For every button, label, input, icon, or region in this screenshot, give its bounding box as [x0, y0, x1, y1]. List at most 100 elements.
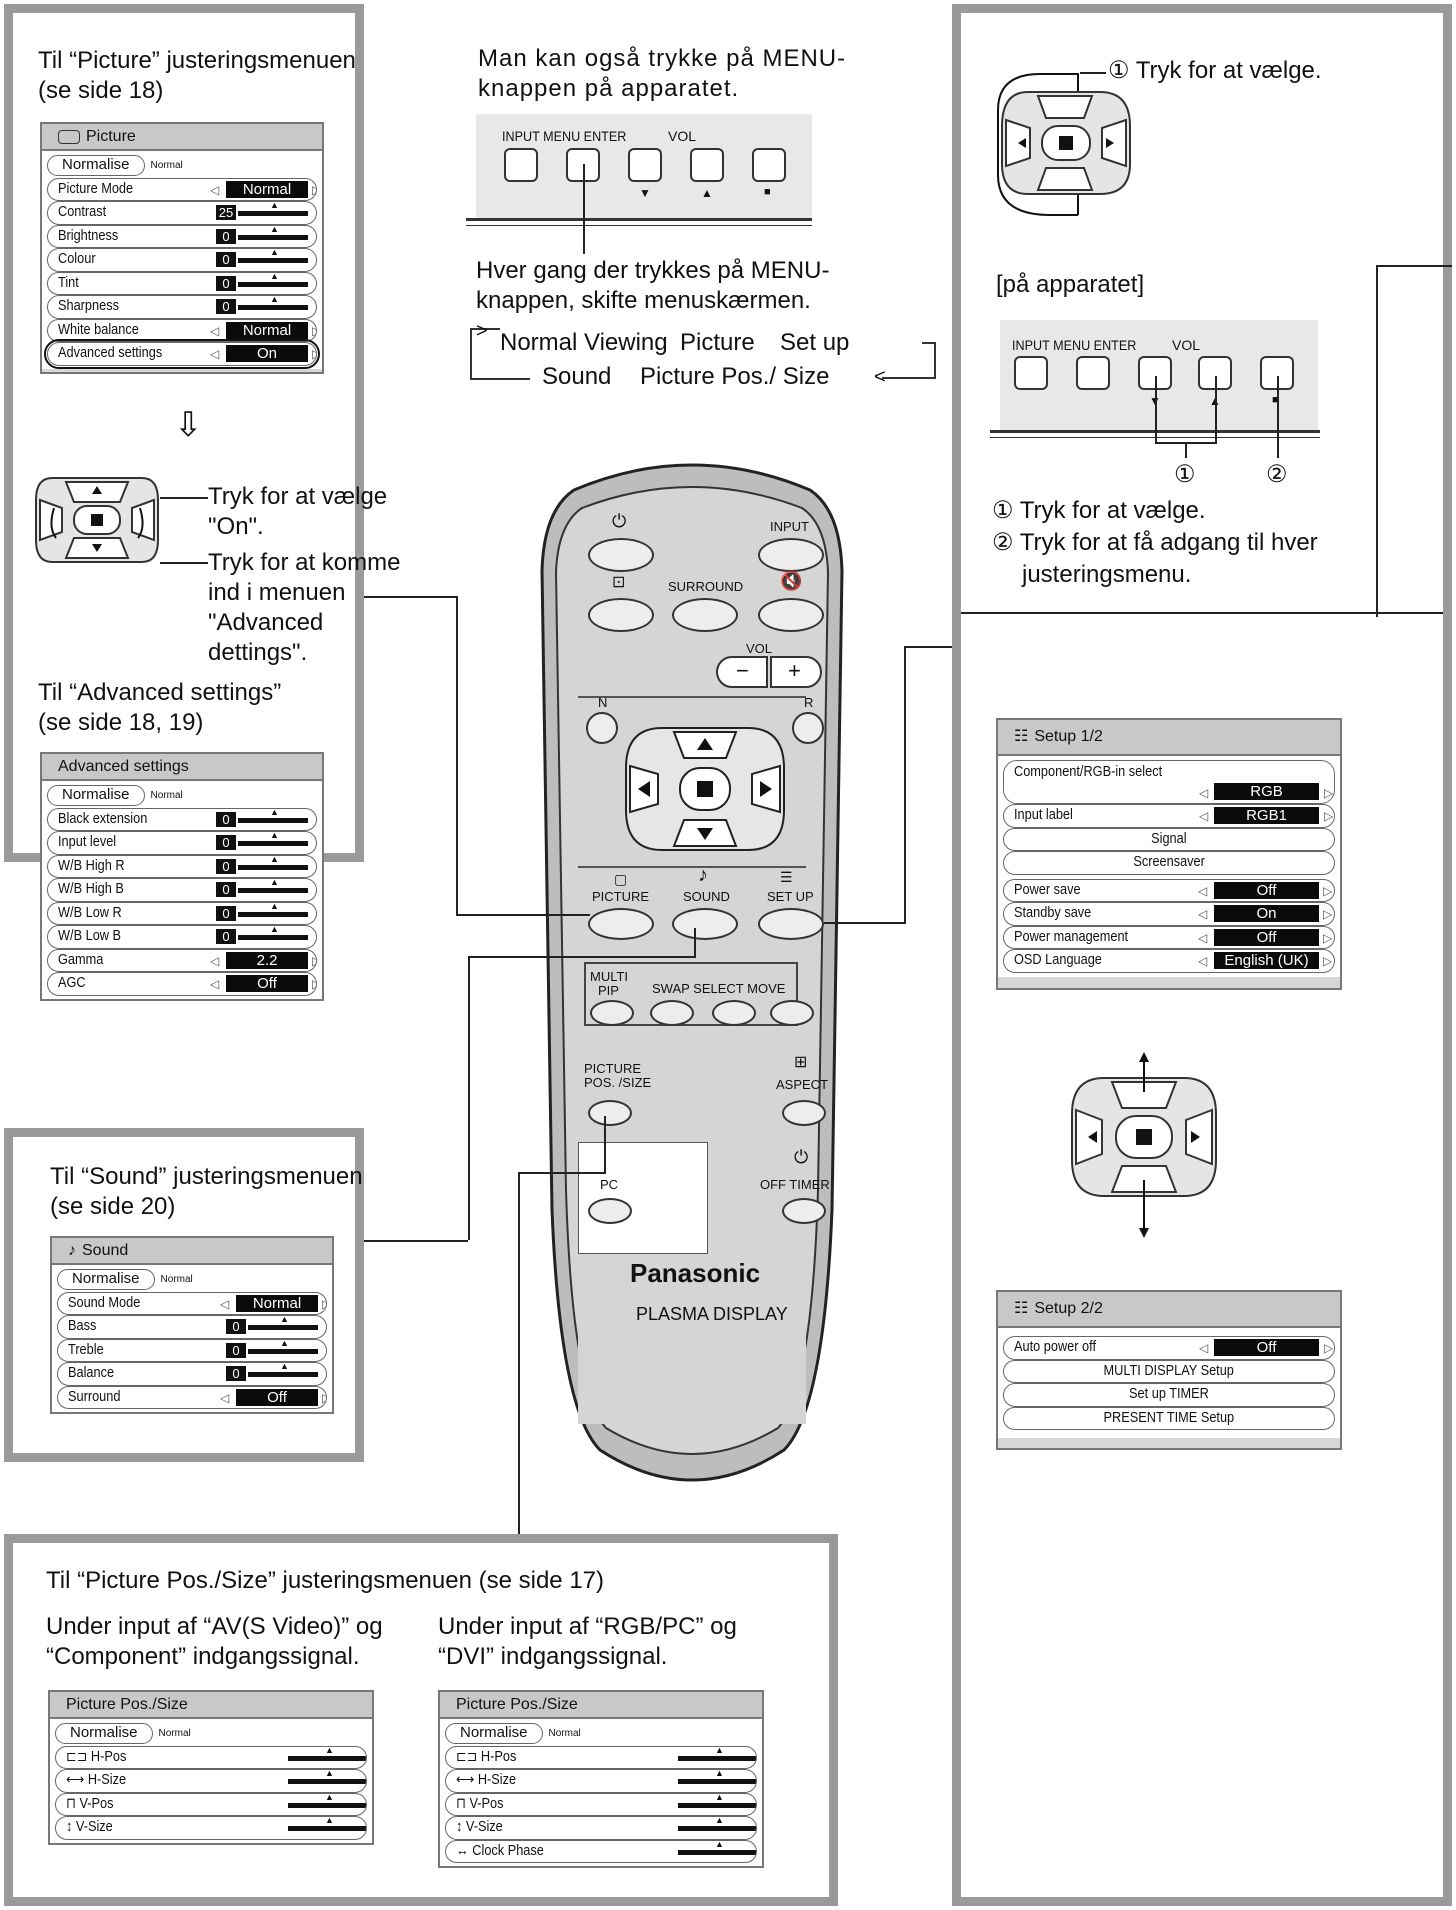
- pos-row[interactable]: ⊓ V-Pos▲: [55, 1792, 367, 1816]
- picture-row[interactable]: Advanced settings◁On▷: [44, 339, 320, 369]
- setup-row[interactable]: Power management◁Off▷: [1003, 925, 1335, 949]
- advanced-row[interactable]: AGC◁Off▷: [47, 972, 317, 996]
- surround-button[interactable]: [672, 598, 738, 632]
- setup-row[interactable]: Standby save◁On▷: [1003, 902, 1335, 926]
- osd-slider[interactable]: ▲: [678, 1793, 756, 1812]
- pos-row[interactable]: ↔ Clock Phase▲: [445, 1839, 757, 1863]
- osd-slider[interactable]: ▲: [678, 1746, 756, 1765]
- center-enter-button[interactable]: [752, 148, 786, 182]
- swap-button[interactable]: [650, 1000, 694, 1026]
- vol-minus-button[interactable]: [716, 656, 768, 688]
- pos-row[interactable]: ⊓ V-Pos▲: [445, 1792, 757, 1816]
- normalise-button[interactable]: Normalise: [47, 155, 145, 177]
- pos-row[interactable]: ⟷ H-Size▲: [445, 1769, 757, 1793]
- sound-row[interactable]: Surround◁Off▷: [57, 1385, 327, 1409]
- pos-row[interactable]: ⊏⊐ H-Pos▲: [445, 1745, 757, 1769]
- osd-slider[interactable]: 25▲: [216, 202, 308, 220]
- vol-plus-button[interactable]: [770, 656, 822, 688]
- setup-auto-power-row[interactable]: Auto power off ◁ Off ▷: [1003, 1336, 1335, 1360]
- normalise-button[interactable]: Normalise: [47, 785, 145, 807]
- pos-row[interactable]: ⊏⊐ H-Pos▲: [55, 1745, 367, 1769]
- center-down-button[interactable]: [628, 148, 662, 182]
- osd-slider[interactable]: ▲: [678, 1840, 756, 1859]
- select-button[interactable]: [712, 1000, 756, 1026]
- osd-slider[interactable]: 0▲: [216, 926, 308, 944]
- setup-signal-row[interactable]: Signal: [1003, 827, 1335, 851]
- osd-slider[interactable]: 0▲: [216, 272, 308, 291]
- power-button[interactable]: [588, 538, 654, 572]
- pc-button[interactable]: [588, 1198, 632, 1224]
- pos-row[interactable]: ↕ V-Size▲: [55, 1816, 367, 1840]
- normalise-button[interactable]: Normalise: [445, 1723, 543, 1745]
- setup-row[interactable]: OSD Language◁English (UK)▷: [1003, 949, 1335, 973]
- osd-slider[interactable]: 0▲: [216, 879, 308, 897]
- sound-button[interactable]: [672, 908, 738, 940]
- osd-slider[interactable]: 0▲: [216, 225, 308, 244]
- osd-slider[interactable]: 0▲: [216, 855, 308, 874]
- move-button[interactable]: [770, 1000, 814, 1026]
- setup-item-row[interactable]: PRESENT TIME Setup: [1003, 1406, 1335, 1430]
- osd-slider[interactable]: 0▲: [216, 249, 308, 267]
- osd-slider[interactable]: 0▲: [226, 1363, 318, 1381]
- cycle-line-right-h: [882, 377, 936, 379]
- picture-row[interactable]: White balance◁Normal▷: [47, 318, 317, 342]
- off-timer-button[interactable]: [782, 1198, 826, 1224]
- osd-slider[interactable]: 0▲: [216, 902, 308, 921]
- osd-slider[interactable]: ▲: [288, 1746, 366, 1765]
- setup-component-row[interactable]: Component/RGB-in select ◁ RGB ▷: [1003, 760, 1335, 804]
- display-button[interactable]: [588, 598, 654, 632]
- r-button[interactable]: [792, 712, 824, 744]
- setup-item-row[interactable]: MULTI DISPLAY Setup: [1003, 1359, 1335, 1383]
- pip-button[interactable]: [590, 1000, 634, 1026]
- remote-dpad[interactable]: [622, 722, 788, 856]
- picture-row[interactable]: Picture Mode◁Normal▷: [47, 177, 317, 201]
- advanced-row[interactable]: Gamma◁2.2▷: [47, 948, 317, 972]
- center-input-button[interactable]: [504, 148, 538, 182]
- device-menu-button[interactable]: [1076, 356, 1110, 390]
- osd-slider[interactable]: ▲: [678, 1770, 756, 1788]
- osd-slider[interactable]: ▲: [678, 1817, 756, 1835]
- input-button[interactable]: [758, 538, 824, 572]
- picture-pos-button[interactable]: [588, 1100, 632, 1126]
- osd-slider[interactable]: ▲: [288, 1793, 366, 1812]
- center-up-button[interactable]: [690, 148, 724, 182]
- pos-row[interactable]: ⟷ H-Size▲: [55, 1769, 367, 1793]
- aspect-button[interactable]: [782, 1100, 826, 1126]
- osd-slider[interactable]: ▲: [288, 1817, 366, 1835]
- picture-button[interactable]: [588, 908, 654, 940]
- osd-slider[interactable]: 0▲: [216, 808, 308, 827]
- normalise-button[interactable]: Normalise: [55, 1723, 153, 1745]
- setup-item-row[interactable]: Set up TIMER: [1003, 1383, 1335, 1407]
- setup-input-label-row[interactable]: Input label ◁ RGB1 ▷: [1003, 804, 1335, 828]
- osd-slider[interactable]: 0▲: [216, 296, 308, 314]
- normalise-button[interactable]: Normalise: [57, 1269, 155, 1291]
- n-label: N: [598, 695, 608, 710]
- setup-button[interactable]: [758, 908, 824, 940]
- pos-row[interactable]: ↕ V-Size▲: [445, 1816, 757, 1840]
- osd-slider[interactable]: ▲: [288, 1770, 366, 1788]
- osd-slider[interactable]: 0▲: [226, 1316, 318, 1334]
- mute-button[interactable]: [758, 598, 824, 632]
- osd-slider[interactable]: 0▲: [226, 1339, 318, 1358]
- sound-row[interactable]: Sound Mode◁Normal▷: [57, 1291, 327, 1315]
- osd-slider-track: [238, 841, 308, 846]
- setup-screensaver-row[interactable]: Screensaver: [1003, 851, 1335, 875]
- setup-row[interactable]: Power save◁Off▷: [1003, 878, 1335, 902]
- n-button[interactable]: [586, 712, 618, 744]
- osd-slider[interactable]: 0▲: [216, 832, 308, 850]
- device-input-button[interactable]: [1014, 356, 1048, 390]
